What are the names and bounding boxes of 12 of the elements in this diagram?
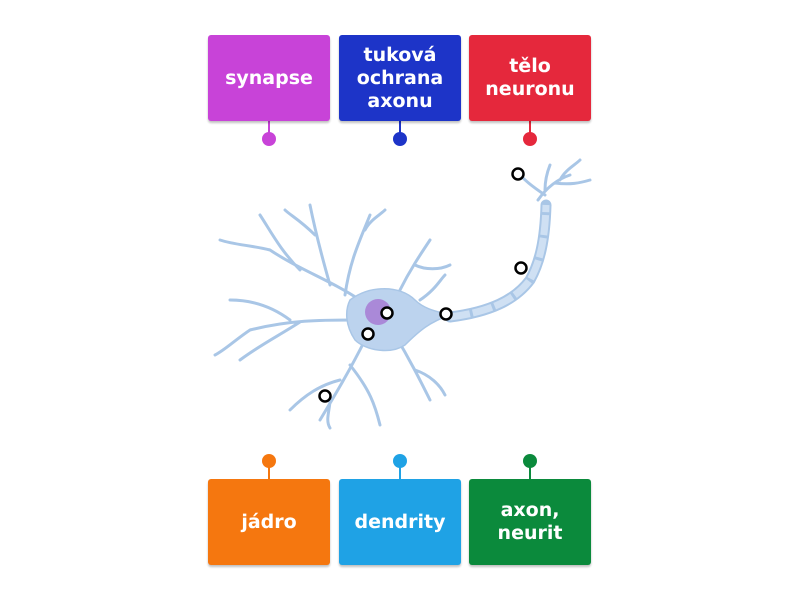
tile-label: synapse <box>225 66 313 90</box>
tile-label: dendrity <box>354 510 446 534</box>
label-tile <box>339 479 461 565</box>
label-tile <box>208 479 330 565</box>
tile-label: tuková ochrana axonu <box>356 44 444 112</box>
tile-label: axon, neurit <box>496 499 564 545</box>
label-tile <box>339 35 461 121</box>
tile-label: jádro <box>241 510 297 534</box>
label-tile <box>469 35 591 121</box>
label-tile <box>208 35 330 121</box>
tile-label: tělo neuronu <box>484 55 576 101</box>
label-tile <box>469 479 591 565</box>
